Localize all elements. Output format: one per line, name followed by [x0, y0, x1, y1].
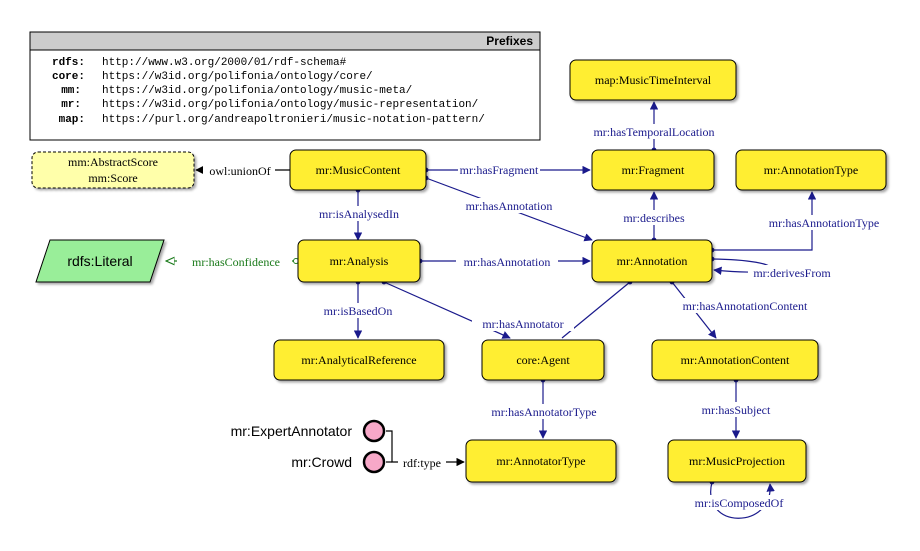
prefix-row: core: https://w3id.org/polifonia/ontolog…: [52, 71, 373, 83]
class-analysis[interactable]: mr:Analysis: [297, 239, 421, 283]
label-is-based-on: mr:isBasedOn: [324, 304, 393, 318]
svg-text:map:: map:: [59, 114, 85, 126]
svg-text:mr:AnnotationType: mr:AnnotationType: [764, 163, 858, 177]
label-has-annotation-content: mr:hasAnnotationContent: [683, 299, 808, 313]
label-rdf-type: rdf:type: [403, 456, 441, 470]
label-has-annotation-1: mr:hasAnnotation: [466, 199, 553, 213]
union-line-1: mm:AbstractScore: [68, 155, 158, 169]
svg-text:mr:AnnotatorType: mr:AnnotatorType: [496, 454, 585, 468]
prefix-row: mr: https://w3id.org/polifonia/ontology/…: [61, 99, 478, 111]
svg-text:rdfs:: rdfs:: [52, 57, 85, 69]
prefixes-box: Prefixes rdfs: http://www.w3.org/2000/01…: [29, 31, 541, 141]
svg-text:https://w3id.org/polifonia/ont: https://w3id.org/polifonia/ontology/core…: [102, 71, 373, 83]
label-has-annotator-type: mr:hasAnnotatorType: [491, 405, 596, 419]
label-union-of: owl:unionOf: [209, 164, 270, 178]
label-is-analysed-in: mr:isAnalysedIn: [319, 207, 399, 221]
svg-text:mr:Fragment: mr:Fragment: [622, 163, 685, 177]
union-line-2: mm:Score: [88, 171, 137, 185]
svg-text:mr:Crowd: mr:Crowd: [291, 454, 352, 470]
label-has-confidence: mr:hasConfidence: [192, 255, 280, 269]
union-node[interactable]: mm:AbstractScore mm:Score: [31, 151, 195, 189]
class-music-projection[interactable]: mr:MusicProjection: [667, 439, 807, 483]
svg-text:mr:AnalyticalReference: mr:AnalyticalReference: [301, 353, 416, 367]
label-has-subject: mr:hasSubject: [702, 403, 771, 417]
svg-text:mr:AnnotationContent: mr:AnnotationContent: [681, 353, 790, 367]
svg-text:map:MusicTimeInterval: map:MusicTimeInterval: [595, 73, 712, 87]
label-has-annotator: mr:hasAnnotator: [482, 317, 563, 331]
svg-text:mr:MusicProjection: mr:MusicProjection: [689, 454, 785, 468]
label-is-composed-of: mr:isComposedOf: [695, 496, 784, 510]
class-analytical-reference[interactable]: mr:AnalyticalReference: [273, 339, 445, 381]
svg-text:core:Agent: core:Agent: [516, 353, 570, 367]
svg-text:mr:: mr:: [61, 99, 81, 111]
edge-has-annotation-type: [709, 191, 817, 253]
svg-text:rdfs:Literal: rdfs:Literal: [67, 253, 132, 269]
prefix-row: rdfs: http://www.w3.org/2000/01/rdf-sche…: [52, 57, 347, 69]
class-annotation-content[interactable]: mr:AnnotationContent: [651, 339, 819, 381]
svg-text:core:: core:: [52, 71, 85, 83]
class-annotation[interactable]: mr:Annotation: [591, 239, 713, 283]
svg-text:mr:Annotation: mr:Annotation: [617, 254, 688, 268]
class-annotator-type[interactable]: mr:AnnotatorType: [465, 439, 617, 483]
svg-text:mr:MusicContent: mr:MusicContent: [316, 163, 401, 177]
svg-text:mr:ExpertAnnotator: mr:ExpertAnnotator: [231, 423, 353, 439]
prefixes-title: Prefixes: [486, 34, 533, 48]
label-has-annotation-2: mr:hasAnnotation: [464, 255, 551, 269]
prefix-row: mm: https://w3id.org/polifonia/ontology/…: [61, 85, 412, 97]
class-annotation-type[interactable]: mr:AnnotationType: [735, 149, 887, 191]
svg-text:https://w3id.org/polifonia/ont: https://w3id.org/polifonia/ontology/musi…: [102, 99, 478, 111]
individual-expert-annotator[interactable]: mr:ExpertAnnotator: [231, 419, 386, 443]
label-derives-from: mr:derivesFrom: [753, 266, 831, 280]
class-music-content[interactable]: mr:MusicContent: [289, 149, 427, 191]
class-music-time-interval[interactable]: map:MusicTimeInterval: [569, 59, 737, 101]
svg-text:https://purl.org/andreapoltron: https://purl.org/andreapoltronieri/music…: [102, 114, 485, 126]
literal-node[interactable]: rdfs:Literal: [35, 239, 165, 283]
class-agent[interactable]: core:Agent: [481, 339, 605, 381]
label-has-temporal-location: mr:hasTemporalLocation: [593, 125, 714, 139]
label-has-annotation-type: mr:hasAnnotationType: [769, 216, 879, 230]
prefix-row: map: https://purl.org/andreapoltronieri/…: [59, 114, 485, 126]
label-describes: mr:describes: [623, 211, 685, 225]
svg-text:http://www.w3.org/2000/01/rdf-: http://www.w3.org/2000/01/rdf-schema#: [102, 57, 347, 69]
svg-text:https://w3id.org/polifonia/ont: https://w3id.org/polifonia/ontology/musi…: [102, 85, 412, 97]
svg-text:mm:: mm:: [61, 85, 81, 97]
label-has-fragment: mr:hasFragment: [460, 163, 539, 177]
edge-labels: owl:unionOf mr:hasTemporalLocation mr:ha…: [180, 124, 886, 510]
class-fragment[interactable]: mr:Fragment: [591, 149, 715, 191]
individual-crowd[interactable]: mr:Crowd: [291, 450, 386, 474]
svg-text:mr:Analysis: mr:Analysis: [330, 254, 389, 268]
